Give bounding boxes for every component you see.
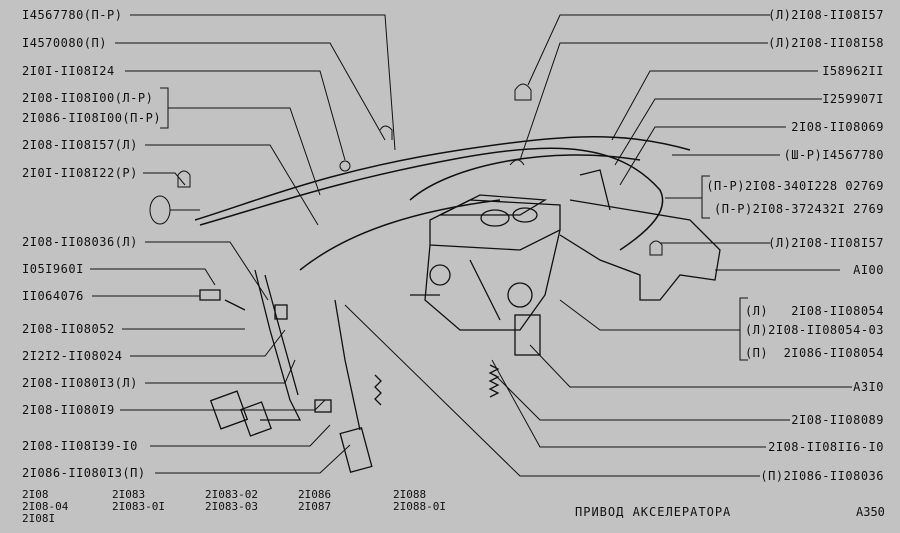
page-code: A350 xyxy=(856,505,885,519)
part-label: 2I08-II08I39-I0 xyxy=(22,439,138,453)
model-code: 2I083 xyxy=(112,488,146,501)
part-label: 2I08-II08I57(Л) xyxy=(22,138,138,152)
part-label: 2I0I-II08I24 xyxy=(22,64,115,78)
model-code: 2I088-0I xyxy=(393,500,446,513)
part-label: I58962II xyxy=(822,64,884,78)
part-label: (П) 2I086-II08054 xyxy=(744,346,884,360)
model-code: 2I087 xyxy=(298,500,332,513)
part-label: A3I0 xyxy=(853,380,884,394)
choke-knob-part xyxy=(149,195,200,225)
part-label: 2I08-II08052 xyxy=(22,322,115,336)
model-column: 2I086 2I087 xyxy=(298,489,331,513)
part-label: (Л)2I08-II08I57 xyxy=(768,8,884,22)
accelerator-cables xyxy=(194,136,691,271)
part-label: 2I086-II080I3(П) xyxy=(22,466,146,480)
part-label: (Ш-Р)I4567780 xyxy=(783,148,884,162)
model-column: 2I08 2I08-04 2I08I xyxy=(22,489,68,525)
model-code: 2I08-04 xyxy=(22,500,69,513)
part-label: (Л)2I08-II08054-03 xyxy=(744,323,884,337)
model-code: 2I088 xyxy=(393,488,427,501)
model-code: 2I08 xyxy=(22,488,49,501)
part-label: 2I0I-II08I22(Р) xyxy=(22,166,138,180)
model-column: 2I083 2I083-0I xyxy=(112,489,165,513)
model-code: 2I083-0I xyxy=(112,500,165,513)
part-label: (Л)2I08-II08I57 xyxy=(768,236,884,250)
part-label: I4567780(П-Р) xyxy=(22,8,123,22)
part-label: 2I08-II080I9 xyxy=(22,403,115,417)
part-label: (Л)2I08-II08I58 xyxy=(768,36,884,50)
part-label: 2I08-II08069 xyxy=(791,120,884,134)
diagram-title: ПРИВОД АКСЕЛЕРАТОРА xyxy=(575,505,732,519)
leader-lines-right xyxy=(344,14,852,477)
engine-cover-part xyxy=(559,169,721,301)
part-label: II064076 xyxy=(22,289,84,303)
part-label: 2I08-II08089 xyxy=(791,413,884,427)
part-label: I05I960I xyxy=(22,262,84,276)
model-code: 2I086 xyxy=(298,488,332,501)
part-label: 2I08-II08I00(Л-Р) xyxy=(22,91,154,105)
part-label: (Л) 2I08-II08054 xyxy=(744,304,884,318)
pedal-assembly-part xyxy=(199,269,541,473)
model-code: 2I083-03 xyxy=(205,500,258,513)
clip-parts xyxy=(177,83,663,256)
model-column: 2I088 2I088-0I xyxy=(393,489,446,513)
part-label: (П)2I086-II08036 xyxy=(760,469,884,483)
part-label: 2I08-II08II6-I0 xyxy=(768,440,884,454)
part-label: 2I08-II080I3(Л) xyxy=(22,376,138,390)
model-column: 2I083-02 2I083-03 xyxy=(205,489,258,513)
part-label: (П-Р)2I08-372432I 2769 xyxy=(714,202,884,216)
model-code: 2I08I xyxy=(22,512,56,525)
part-label: AI00 xyxy=(853,263,884,277)
part-label: 2I2I2-II08024 xyxy=(22,349,123,363)
part-label: 2I086-II08I00(П-Р) xyxy=(22,111,162,125)
part-label: I4570080(П) xyxy=(22,36,107,50)
carburetor-part xyxy=(410,194,561,331)
model-code: 2I083-02 xyxy=(205,488,258,501)
part-label: I259907I xyxy=(822,92,884,106)
part-label: (П-Р)2I08-340I228 02769 xyxy=(706,179,884,193)
part-label: 2I08-II08036(Л) xyxy=(22,235,138,249)
